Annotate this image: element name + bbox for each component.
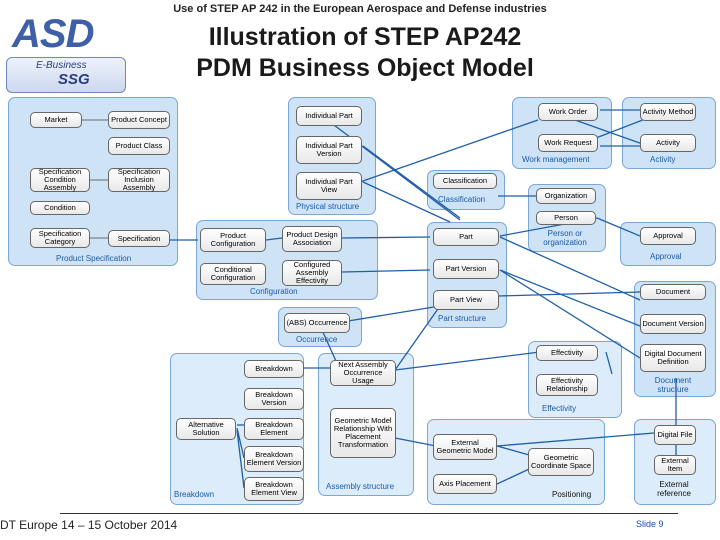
box-individual-part-view: Individual Part View xyxy=(296,172,362,200)
label-occurrence: Occurrence xyxy=(296,335,338,344)
box-breakdown-element-view: Breakdown Element View xyxy=(244,477,304,501)
box-breakdown: Breakdown xyxy=(244,360,304,378)
box-abs-occurrence: (ABS) Occurrence xyxy=(284,313,350,333)
box-product-configuration: Product Configuration xyxy=(200,228,266,252)
box-spec-condition-assembly: Specification Condition Assembly xyxy=(30,168,90,192)
label-external-reference: External reference xyxy=(657,480,691,498)
box-part-version: Part Version xyxy=(433,259,499,279)
box-specification: Specification xyxy=(108,230,170,247)
label-document-structure: Document structure xyxy=(654,376,692,394)
box-axis-placement: Axis Placement xyxy=(433,474,497,494)
box-conditional-configuration: Conditional Configuration xyxy=(200,263,266,285)
label-physical-structure: Physical structure xyxy=(296,202,360,211)
slide-number: Slide 9 xyxy=(636,519,664,529)
asd-logo: ASD xyxy=(12,12,94,56)
box-configured-assembly-effectivity: Configured Assembly Effectivity xyxy=(282,260,342,286)
footer-event-text: DT Europe 14 – 15 October 2014 xyxy=(0,518,178,532)
box-spec-inclusion-assembly: Specification Inclusion Assembly xyxy=(108,168,170,192)
box-alternative-solution: Alternative Solution xyxy=(176,418,236,440)
box-work-request: Work Request xyxy=(538,134,598,152)
footer-rule xyxy=(60,513,678,514)
title-line-2: PDM Business Object Model xyxy=(196,54,534,82)
label-classification: Classification xyxy=(438,195,486,204)
logo-ssg-text: SSG xyxy=(58,71,90,88)
box-effectivity: Effectivity xyxy=(536,345,598,361)
box-geometric-model-relationship: Geometric Model Relationship With Placem… xyxy=(330,408,396,458)
box-activity-method: Activity Method xyxy=(640,103,696,121)
box-effectivity-relationship: Effectivity Relationship xyxy=(536,374,598,396)
label-approval: Approval xyxy=(650,252,682,261)
label-part-structure: Part structure xyxy=(438,314,487,323)
label-positioning: Positioning xyxy=(552,490,592,499)
title-line-1: Illustration of STEP AP242 xyxy=(208,23,522,51)
logo-ebusiness-text: E-Business xyxy=(36,60,87,71)
box-specification-category: Specification Category xyxy=(30,228,90,248)
box-approval: Approval xyxy=(640,227,696,245)
label-breakdown: Breakdown xyxy=(174,490,215,499)
label-activity: Activity xyxy=(650,155,676,164)
box-next-assembly-occurrence-usage: Next Assembly Occurrence Usage xyxy=(330,360,396,386)
box-geometric-coordinate-space: Geometric Coordinate Space xyxy=(528,448,594,476)
box-document: Document xyxy=(640,284,706,300)
box-breakdown-element-version: Breakdown Element Version xyxy=(244,446,304,472)
box-product-concept: Product Concept xyxy=(108,111,170,129)
box-digital-file: Digital File xyxy=(654,425,696,445)
box-breakdown-element: Breakdown Element xyxy=(244,418,304,440)
group-document-structure xyxy=(634,281,716,397)
label-effectivity: Effectivity xyxy=(542,404,577,413)
box-organization: Organization xyxy=(536,188,596,204)
box-external-geometric-model: External Geometric Model xyxy=(433,434,497,460)
label-work-management: Work management xyxy=(522,155,590,164)
ebusiness-ssg-logo xyxy=(6,57,126,93)
box-classification: Classification xyxy=(433,173,497,189)
box-product-class: Product Class xyxy=(108,137,170,155)
box-individual-part: Individual Part xyxy=(296,106,362,126)
box-part-view: Part View xyxy=(433,290,499,310)
box-external-item: External Item xyxy=(654,455,696,475)
box-product-design-association: Product Design Association xyxy=(282,226,342,252)
box-person: Person xyxy=(536,211,596,225)
label-assembly-structure: Assembly structure xyxy=(326,482,395,491)
box-breakdown-version: Breakdown Version xyxy=(244,388,304,410)
label-configuration: Configuration xyxy=(250,287,298,296)
box-condition: Condition xyxy=(30,201,90,215)
label-person-organization: Person or organization xyxy=(543,229,587,247)
box-work-order: Work Order xyxy=(538,103,598,121)
box-activity: Activity xyxy=(640,134,696,152)
box-document-version: Document Version xyxy=(640,314,706,334)
box-market: Market xyxy=(30,112,82,128)
box-individual-part-version: Individual Part Version xyxy=(296,136,362,164)
box-part: Part xyxy=(433,228,499,246)
label-product-specification: Product Specification xyxy=(56,254,132,263)
top-caption: Use of STEP AP 242 in the European Aeros… xyxy=(173,3,547,15)
box-digital-document-definition: Digital Document Definition xyxy=(640,344,706,372)
page-title: Illustration of STEP AP242 PDM Business … xyxy=(160,22,570,84)
